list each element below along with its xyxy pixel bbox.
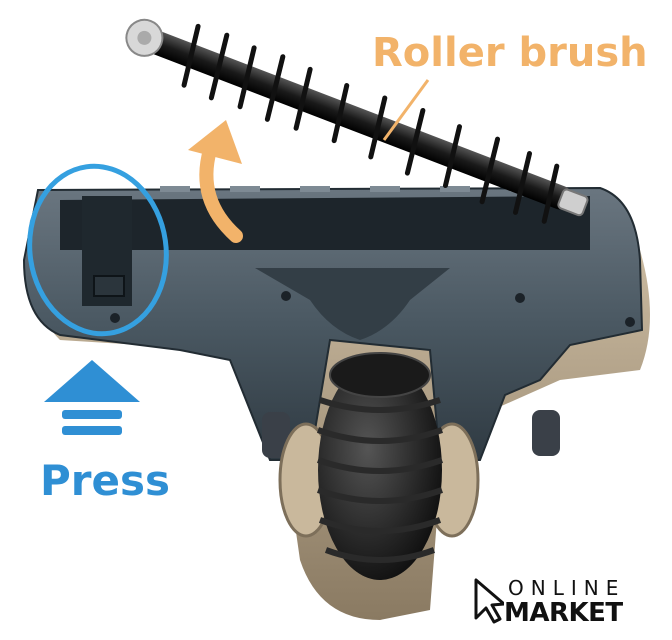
roller-brush-label: Roller brush <box>372 30 648 76</box>
online-market-logo: ONLINE MARKET <box>474 574 664 634</box>
top-cover <box>22 186 644 461</box>
press-up-arrow-icon <box>44 360 140 435</box>
logo-line-market: MARKET <box>504 598 623 628</box>
latch-highlight-circle <box>27 163 169 337</box>
latch-release <box>82 196 132 306</box>
logo-line-online: ONLINE <box>508 576 626 600</box>
curved-up-arrow-icon <box>188 120 243 243</box>
cursor-icon <box>474 578 504 624</box>
roller-brush <box>125 18 589 224</box>
press-label: Press <box>40 456 170 505</box>
roller-brush-leader-line <box>382 79 430 141</box>
swivel-hose <box>278 352 480 580</box>
